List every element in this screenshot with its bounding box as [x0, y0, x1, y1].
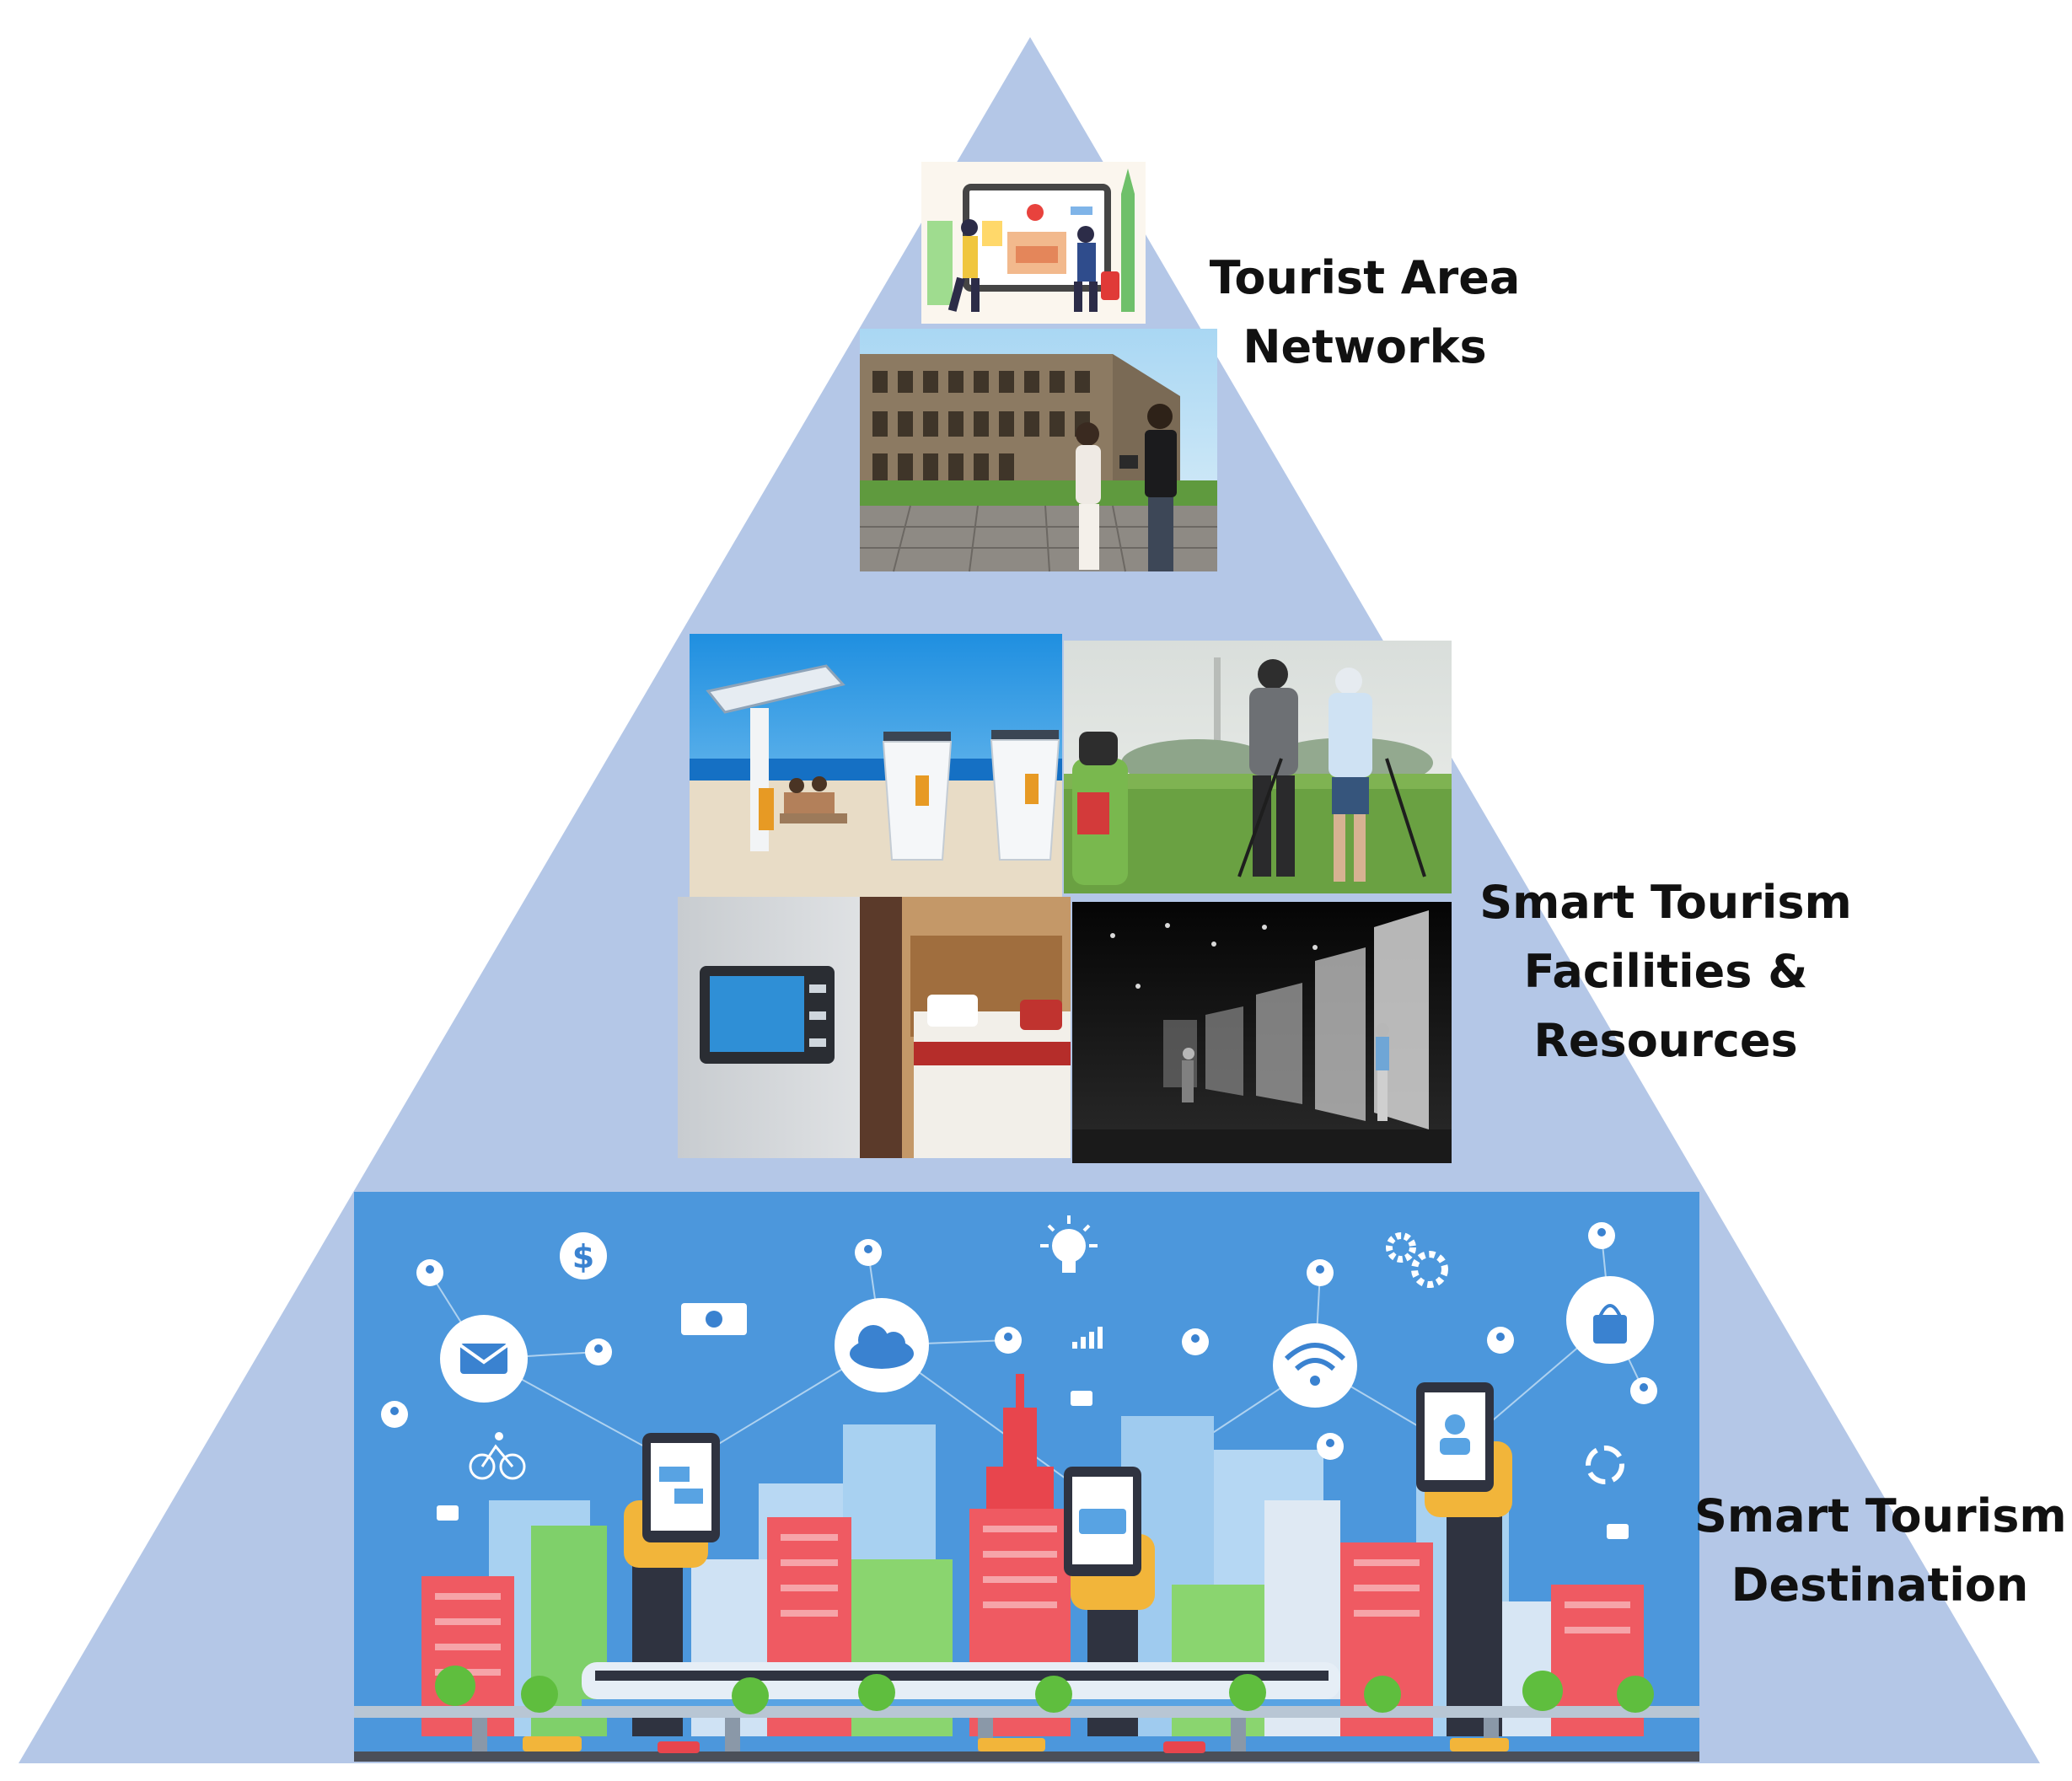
- person-icon: [381, 1222, 1657, 1460]
- signal-icon: [1072, 1327, 1103, 1349]
- label-line: Facilities &: [1523, 945, 1808, 998]
- label-line: Tourist Area: [1209, 251, 1521, 304]
- label-line: Destination: [1731, 1558, 2029, 1612]
- golfers-smart-device-photo: [1064, 641, 1452, 893]
- top-level-photos: [860, 162, 1217, 572]
- label-line: Networks: [1243, 320, 1487, 373]
- digital-exhibition-hall-photo: [1072, 902, 1452, 1163]
- label-tourist-area-networks: Tourist Area Networks: [1184, 244, 1546, 382]
- gear-icon: [1386, 1232, 1448, 1288]
- hand-phone-right: [1416, 1382, 1512, 1736]
- label-line: Smart Tourism: [1694, 1489, 2067, 1542]
- middle-level-photos: [678, 634, 1452, 1163]
- shopping-bag-icon: [1566, 1276, 1654, 1364]
- cloud-icon: [835, 1298, 929, 1392]
- svg-text:$: $: [572, 1238, 594, 1275]
- video-icon: [681, 1303, 747, 1335]
- label-smart-tourism-facilities-resources: Smart Tourism Facilities & Resources: [1472, 868, 1860, 1076]
- credit-card-icon: [1082, 1514, 1123, 1531]
- smart-tourism-screen-illustration: [921, 162, 1146, 324]
- elevated-train: [354, 1662, 1699, 1751]
- recycle-icon: [1586, 1446, 1624, 1484]
- lightbulb-icon: [1040, 1215, 1098, 1273]
- smart-city-connected-network-illustration: $: [354, 1192, 1699, 1762]
- wifi-icon: [1273, 1323, 1357, 1408]
- label-line: Smart Tourism: [1479, 876, 1852, 929]
- chat-icon: [437, 1391, 1629, 1539]
- mail-icon: [440, 1315, 528, 1403]
- label-smart-tourism-destination: Smart Tourism Destination: [1694, 1482, 2067, 1620]
- colosseum-tourists-photo: [860, 329, 1217, 572]
- dollar-icon: $: [560, 1232, 607, 1279]
- label-line: Resources: [1533, 1014, 1798, 1067]
- solar-charging-stations-beach-photo: [690, 634, 1062, 897]
- bicycle-icon: [469, 1432, 526, 1480]
- hotel-room-smart-panel-photo: [678, 897, 1071, 1158]
